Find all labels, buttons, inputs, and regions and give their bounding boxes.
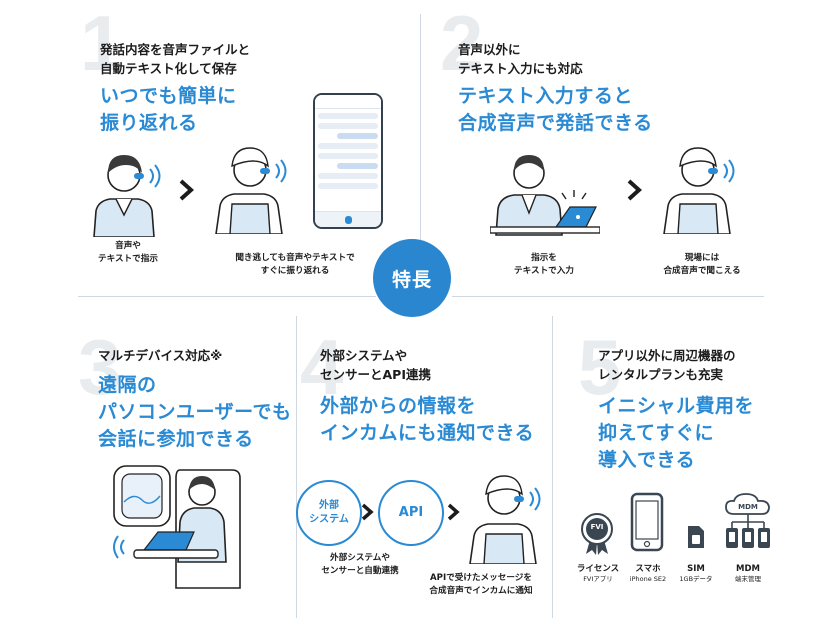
arrow-chevron-icon	[361, 503, 374, 521]
chat-app-phone-mockup	[313, 93, 383, 229]
feature-heading: アプリ以外に周辺機器の レンタルプランも充実	[598, 348, 736, 383]
divider-bottom-left	[296, 316, 297, 618]
feature-highlight: イニシャル費用を 抑えてすぐに 導入できる	[598, 395, 755, 471]
device-label-sim: SIM 1GBデータ	[679, 564, 713, 584]
caption-right: APIで受けたメッセージを 合成音声でインカムに通知	[429, 573, 533, 597]
caption-left: 指示を テキストで入力	[514, 253, 574, 277]
field-worker-illustration	[469, 475, 541, 564]
desk-worker-illustration	[490, 155, 600, 236]
feature-center-badge: 特長	[373, 239, 451, 317]
sim-card-icon	[688, 526, 704, 548]
office-worker-illustration	[93, 155, 161, 237]
field-worker-illustration	[215, 147, 287, 234]
feature-heading: 外部システムや センサーとAPI連携	[320, 348, 431, 383]
license-badge-text: FVI	[590, 523, 604, 531]
feature-highlight: テキスト入力すると 合成音声で発話できる	[458, 85, 653, 134]
divider-bottom-right	[552, 316, 553, 618]
feature-heading: 発話内容を音声ファイルと 自動テキスト化して保存	[100, 42, 251, 77]
feature-highlight: 遠隔の パソコンユーザーでも 会話に参加できる	[98, 374, 292, 450]
device-label-license: ライセンス FVIアプリ	[576, 564, 620, 584]
feature-heading: マルチデバイス対応※	[98, 348, 223, 363]
arrow-chevron-icon	[627, 179, 642, 201]
caption-left: 音声や テキストで指示	[98, 241, 158, 265]
divider-top-right	[452, 296, 764, 297]
mdm-badge-text: MDM	[738, 503, 758, 511]
feature-number: 4	[300, 323, 344, 411]
divider-top-vertical	[420, 14, 421, 244]
mdm-network-icon	[725, 493, 770, 548]
feature-number: 5	[578, 323, 622, 411]
caption-right: 聞き逃しても音声やテキストで すぐに振り返れる	[235, 253, 355, 277]
arrow-chevron-icon	[179, 179, 194, 201]
caption-right: 現場には 合成音声で聞こえる	[663, 253, 741, 277]
license-badge-icon	[581, 513, 613, 555]
mic-icon	[345, 216, 352, 224]
feature-highlight: いつでも簡単に 振り返れる	[100, 85, 237, 134]
device-label-phone: スマホ iPhone SE2	[629, 564, 667, 584]
feature-highlight: 外部からの情報を インカムにも通知できる	[320, 395, 535, 444]
train-passenger-illustration	[113, 465, 241, 589]
api-bubble: API	[378, 480, 444, 546]
smartphone-icon	[630, 492, 664, 552]
feature-heading: 音声以外に テキスト入力にも対応	[458, 42, 583, 77]
device-label-mdm: MDM 端末管理	[735, 564, 761, 584]
caption-left: 外部システムや センサーと自動連携	[321, 553, 399, 577]
divider-top	[78, 296, 376, 297]
field-worker-illustration	[663, 147, 735, 234]
arrow-chevron-icon	[447, 503, 460, 521]
feature-number: 3	[78, 323, 122, 411]
feature-number: 2	[440, 0, 484, 87]
external-system-bubble: 外部 システム	[296, 480, 362, 546]
feature-number: 1	[80, 0, 124, 87]
